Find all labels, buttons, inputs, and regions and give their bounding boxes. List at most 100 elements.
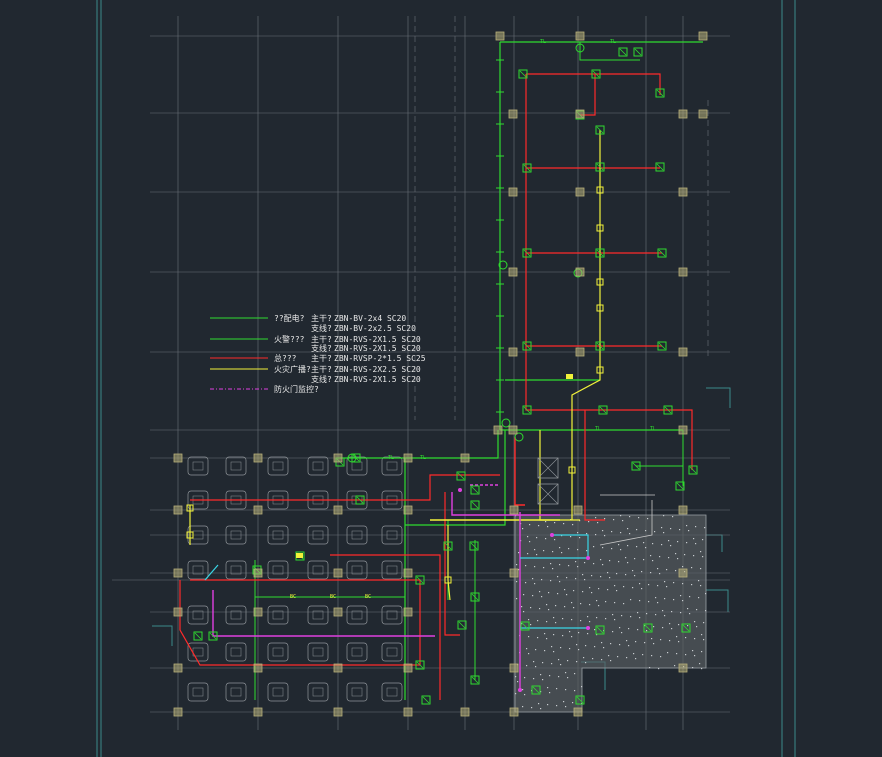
seat-inner (272, 461, 284, 471)
column (333, 663, 343, 673)
seat-inner (192, 687, 204, 697)
alarm-top (526, 73, 661, 95)
column (173, 663, 183, 673)
hatch-dot (620, 515, 622, 517)
elevator-cross (537, 457, 559, 479)
device-symbol (598, 405, 608, 415)
hatch-dot (516, 564, 518, 566)
hatch-dot (584, 562, 586, 564)
broadcast-marker (596, 278, 604, 286)
hatch-dot (543, 567, 545, 569)
column (508, 425, 518, 435)
seat-inner (192, 461, 204, 471)
seat-inner (272, 530, 284, 540)
device-symbol (518, 69, 528, 79)
seat-block (225, 560, 247, 580)
device-mark (644, 624, 652, 632)
seat-inner (230, 565, 242, 575)
hatch-dot (558, 676, 560, 678)
seat-block (267, 456, 289, 476)
seat-block (225, 605, 247, 625)
hatch-dot (575, 578, 577, 580)
hatch-dot (573, 590, 575, 592)
hatch-dot (548, 609, 550, 611)
alarm-riser (525, 74, 693, 470)
hatch-dot (639, 617, 641, 619)
legend-trunk-0: 主干? (311, 313, 332, 323)
hatch-dot (522, 706, 524, 708)
device-symbol (595, 125, 605, 135)
hatch-dot (687, 608, 689, 610)
device-symbol (355, 495, 365, 505)
wiring-layer (179, 41, 703, 700)
column (333, 453, 343, 463)
hatch-dot (699, 663, 701, 665)
device-symbol (663, 405, 673, 415)
device-mark (619, 48, 627, 56)
door-monitor-point (586, 556, 590, 560)
hatch-dot (639, 600, 641, 602)
legend-trunk-3: 支线? (311, 343, 332, 353)
annotation-line (599, 500, 653, 546)
seat-block (187, 605, 209, 625)
hatch-dot (569, 648, 571, 650)
riser-symbol (514, 432, 524, 442)
column (403, 453, 413, 463)
seat-inner (386, 687, 398, 697)
column (575, 267, 585, 277)
device-mark (471, 501, 479, 509)
hatch-dot (574, 690, 576, 692)
broadcast-marker (444, 576, 452, 584)
column (403, 707, 413, 717)
column (678, 425, 688, 435)
hatch-dot (575, 561, 577, 563)
hatch-dot (539, 591, 541, 593)
hatch-dot (522, 528, 524, 530)
hatch-dot (695, 543, 697, 545)
column (508, 109, 518, 119)
hatch-dot (528, 619, 530, 621)
hatch-dot (589, 604, 591, 606)
hatch-dot (537, 637, 539, 639)
column (173, 505, 183, 515)
hatch-dot (566, 577, 568, 579)
hatch-dot (694, 621, 696, 623)
hatch-dot (572, 524, 574, 526)
frame-outline (706, 589, 729, 612)
door-monitor-point (518, 688, 522, 692)
hatch-dot (626, 640, 628, 642)
hatch-dot (592, 658, 594, 660)
hatch-dot (577, 566, 579, 568)
hatch-dot (669, 640, 671, 642)
hatch-dot (540, 691, 542, 693)
feeder-hall (340, 430, 499, 459)
hatch-dot (541, 579, 543, 581)
device-symbol (193, 631, 203, 641)
hatch-dot (551, 663, 553, 665)
hatch-dot (643, 542, 645, 544)
hatch-dot (653, 643, 655, 645)
device-mark (457, 472, 465, 480)
legend-trunk-4: 主干? (311, 353, 332, 363)
device-symbol (470, 500, 480, 510)
link-line (204, 564, 219, 581)
riser-symbol (575, 43, 585, 53)
hatch-dot (596, 634, 598, 636)
hatch-dot (597, 522, 599, 524)
hatch-dot (559, 564, 561, 566)
hatch-dot (661, 544, 663, 546)
hatch-dot (552, 551, 554, 553)
hatch-dot (630, 616, 632, 618)
hatch-dot (687, 625, 689, 627)
device-symbol (575, 695, 585, 705)
hatch-dot (523, 594, 525, 596)
hatch-dot (553, 634, 555, 636)
hatch-dot (704, 527, 706, 529)
column (575, 31, 585, 41)
hatch-dot (595, 534, 597, 536)
hatch-dot (540, 708, 542, 710)
hatch-dot (664, 598, 666, 600)
seat-block (346, 605, 368, 625)
column (173, 707, 183, 717)
